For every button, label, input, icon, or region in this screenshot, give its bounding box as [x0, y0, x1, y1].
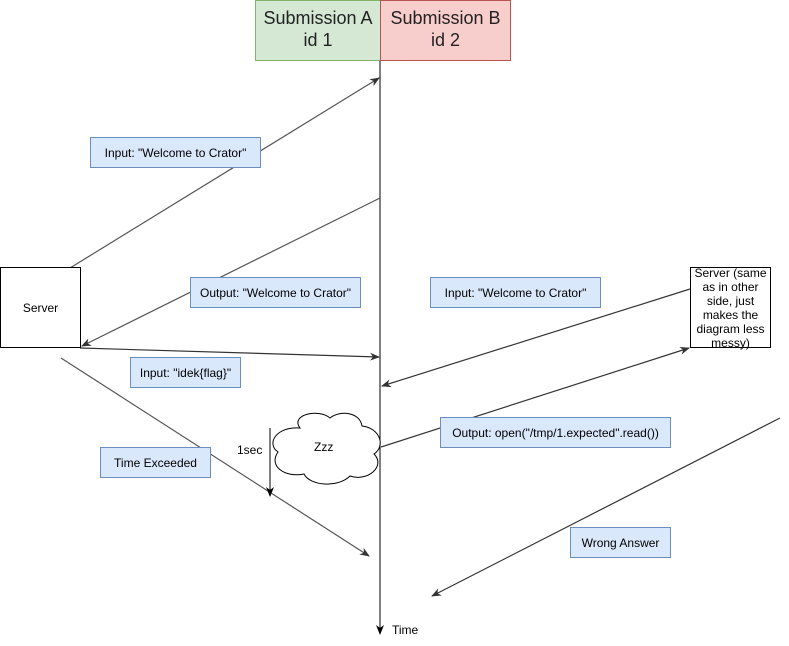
server-left-box: Server [0, 267, 81, 348]
label-output-open: Output: open("/tmp/1.expected".read()) [440, 417, 671, 448]
server-right-label: Server (same as in other side, just make… [694, 265, 767, 350]
submission-a-id: id 1 [303, 30, 333, 50]
submission-b-id: id 2 [430, 30, 461, 50]
submission-a-title: Submission A [263, 8, 373, 28]
label-input-idek-text: Input: "idek{flag}" [139, 365, 232, 380]
label-output-welcome-a-text: Output: "Welcome to Crator" [199, 285, 352, 300]
arrow-input-welcome-b [381, 288, 691, 388]
label-input-welcome-b: Input: "Welcome to Crator" [430, 277, 601, 308]
server-right-box: Server (same as in other side, just make… [690, 265, 771, 350]
arrow-wrong-answer [431, 417, 781, 597]
submission-a-header: Submission A id 1 [255, 0, 381, 61]
arrow-input-idek [79, 347, 380, 361]
label-input-welcome-a-text: Input: "Welcome to Crator" [104, 145, 247, 160]
label-wrong-answer: Wrong Answer [570, 527, 671, 558]
sleep-cloud-shape [272, 412, 381, 485]
label-input-welcome-a: Input: "Welcome to Crator" [90, 137, 261, 168]
arrow-time-exceeded [60, 357, 370, 557]
arrow-input-welcome-a [69, 77, 380, 269]
sleep-duration-label: 1sec [237, 443, 263, 457]
label-time-exceeded: Time Exceeded [100, 447, 211, 478]
submission-b-header: Submission B id 2 [380, 0, 511, 61]
label-input-idek: Input: "idek{flag}" [130, 357, 241, 388]
label-wrong-answer-text: Wrong Answer [581, 535, 660, 550]
label-time-exceeded-text: Time Exceeded [114, 455, 197, 470]
time-axis-label: Time [392, 623, 419, 637]
label-output-open-text: Output: open("/tmp/1.expected".read()) [452, 425, 659, 440]
server-left-label: Server [22, 300, 59, 315]
label-output-welcome-a: Output: "Welcome to Crator" [190, 277, 361, 308]
arrow-output-welcome-a [81, 197, 381, 347]
sleep-cloud-label: Zzz [314, 440, 334, 454]
label-input-welcome-b-text: Input: "Welcome to Crator" [444, 285, 587, 300]
submission-b-title: Submission B [390, 8, 501, 28]
arrow-output-open [380, 346, 690, 448]
